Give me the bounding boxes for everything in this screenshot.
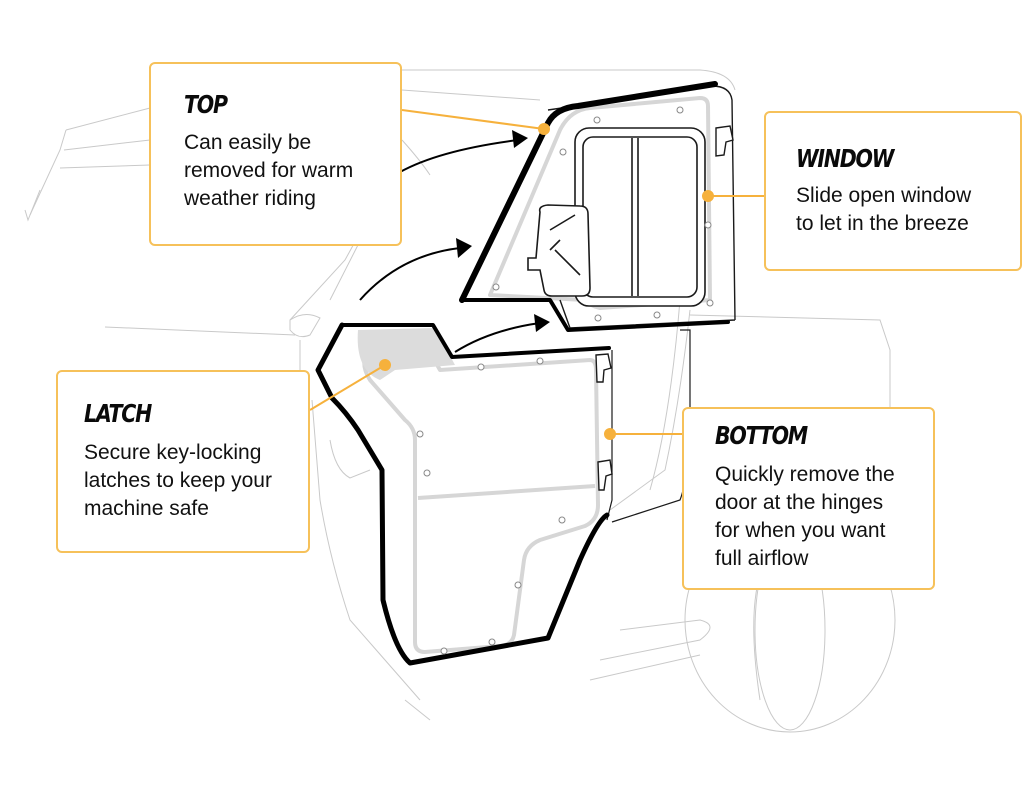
arrow-middle <box>359 247 461 301</box>
callout-bottom-title: BOTTOM <box>715 421 808 450</box>
leader-dot-window <box>702 190 714 202</box>
callout-top-body: Can easily be removed for warm weather r… <box>184 131 354 210</box>
window-assembly <box>527 127 706 307</box>
arrowhead-middle <box>456 238 472 258</box>
leader-dot-bottom <box>604 428 616 440</box>
callout-latch-title: LATCH <box>84 399 152 428</box>
leader-dot-latch <box>379 359 391 371</box>
leader-latch <box>309 364 386 411</box>
leader-dot-top <box>538 123 550 135</box>
arrowhead-top <box>512 130 528 148</box>
callout-window: WINDOW Slide open window to let in the b… <box>764 111 1022 271</box>
callout-leaders <box>309 109 764 440</box>
callout-bottom-body: Quickly remove the door at the hinges fo… <box>715 463 895 570</box>
callout-latch: LATCH Secure key-locking latches to keep… <box>56 370 310 553</box>
arrowheads <box>456 130 550 332</box>
door-lower-outline <box>606 329 691 523</box>
callout-top-title: TOP <box>184 90 228 119</box>
callout-window-body: Slide open window to let in the breeze <box>796 184 972 235</box>
rivets <box>416 106 714 655</box>
leader-top <box>401 109 545 130</box>
hinges <box>595 125 734 491</box>
callout-top: TOP Can easily be removed for warm weath… <box>149 62 402 246</box>
arrow-top <box>399 139 519 173</box>
callout-bottom: BOTTOM Quickly remove the door at the hi… <box>682 407 935 590</box>
arrow-lower <box>454 322 541 353</box>
removal-arrows <box>359 139 541 353</box>
door-seals <box>315 81 730 666</box>
arrowhead-lower <box>534 314 550 332</box>
callout-latch-body: Secure key-locking latches to keep your … <box>84 441 272 520</box>
callout-window-title: WINDOW <box>796 144 894 173</box>
